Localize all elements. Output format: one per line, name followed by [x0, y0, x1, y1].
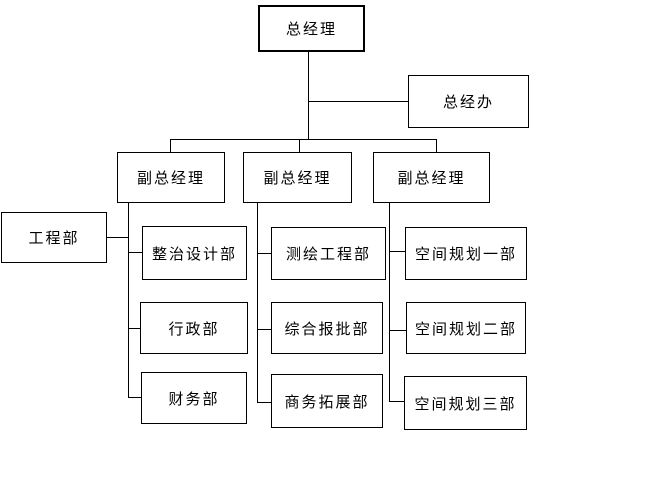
node-spatial-planning-dept-2-label: 空间规划二部: [414, 319, 517, 338]
connector-distribution-horizontal: [170, 139, 437, 140]
connector-stub-business-development: [257, 402, 271, 403]
node-deputy-gm-2-label: 副总经理: [263, 169, 332, 187]
connector-stub-spatial-1: [389, 251, 405, 252]
node-surveying-engineering-dept-label: 测绘工程部: [285, 245, 371, 263]
node-comprehensive-approval-dept: 综合报批部: [271, 302, 383, 354]
node-deputy-gm-3-label: 副总经理: [397, 169, 466, 187]
node-comprehensive-approval-dept-label: 综合报批部: [284, 319, 370, 338]
connector-col2-vertical: [257, 203, 258, 403]
node-administration-dept: 行政部: [140, 302, 248, 354]
connector-stub-deputy-2: [299, 139, 300, 152]
node-spatial-planning-dept-2: 空间规划二部: [406, 302, 526, 354]
connector-gm-office-horizontal: [308, 101, 408, 102]
node-remediation-design-dept: 整治设计部: [142, 226, 247, 280]
connector-stub-surveying: [257, 253, 271, 254]
connector-col1-vertical: [128, 203, 129, 398]
connector-engineering-horizontal: [107, 237, 128, 238]
node-business-development-dept: 商务拓展部: [271, 374, 383, 428]
node-spatial-planning-dept-3: 空间规划三部: [404, 376, 527, 430]
node-general-manager-office-label: 总经办: [442, 93, 494, 111]
connector-stub-spatial-2: [389, 330, 406, 331]
node-remediation-design-dept-label: 整治设计部: [151, 244, 237, 263]
node-spatial-planning-dept-1: 空间规划一部: [405, 227, 527, 280]
node-general-manager-office: 总经办: [408, 75, 529, 128]
node-deputy-gm-1: 副总经理: [117, 152, 225, 203]
node-deputy-gm-2: 副总经理: [243, 152, 352, 203]
node-surveying-engineering-dept: 测绘工程部: [271, 227, 386, 280]
node-spatial-planning-dept-1-label: 空间规划一部: [414, 245, 517, 263]
node-administration-dept-label: 行政部: [168, 319, 220, 338]
node-general-manager: 总经理: [258, 5, 365, 52]
node-engineering-dept: 工程部: [1, 212, 107, 263]
node-spatial-planning-dept-3-label: 空间规划三部: [414, 394, 517, 413]
node-general-manager-label: 总经理: [285, 20, 337, 38]
connector-stub-administration: [128, 328, 140, 329]
node-engineering-dept-label: 工程部: [28, 229, 80, 247]
connector-stub-deputy-3: [436, 139, 437, 152]
connector-stub-spatial-3: [389, 401, 404, 402]
connector-col3-vertical: [389, 203, 390, 402]
node-business-development-dept-label: 商务拓展部: [284, 392, 370, 411]
connector-stub-approval: [257, 329, 271, 330]
connector-stub-deputy-1: [170, 139, 171, 152]
node-finance-dept-label: 财务部: [168, 389, 220, 408]
connector-stub-finance: [128, 397, 141, 398]
node-finance-dept: 财务部: [141, 372, 247, 424]
node-deputy-gm-1-label: 副总经理: [136, 169, 205, 187]
connector-stub-remediation-design: [128, 252, 142, 253]
connector-trunk-vertical: [308, 52, 309, 140]
node-deputy-gm-3: 副总经理: [373, 152, 490, 203]
